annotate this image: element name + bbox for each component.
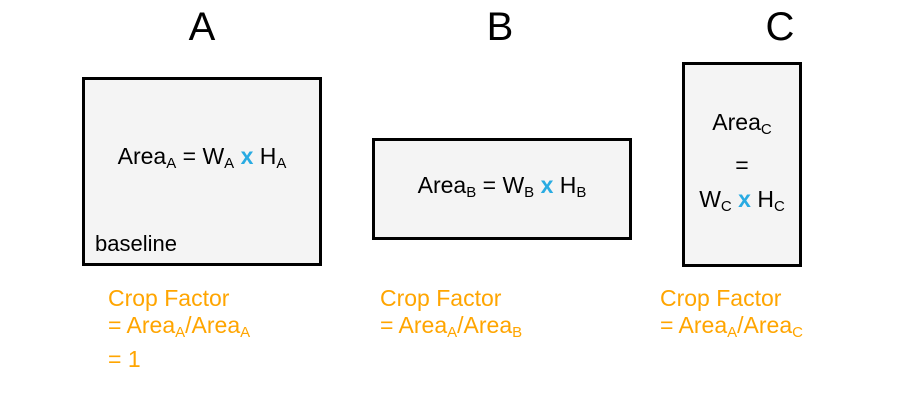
- panel-c-equation-line-3: WC x HC: [699, 182, 785, 224]
- panel-c-area-term: Area: [712, 109, 761, 136]
- panel-b-area-box: AreaB = WB x HB: [372, 138, 632, 240]
- panel-c-caption-sub-2: C: [792, 324, 803, 342]
- panel-c-equals: =: [735, 151, 749, 178]
- panel-b-caption-sub-1: A: [447, 324, 458, 342]
- panel-c-area-box: AreaC = WC x HC: [682, 62, 802, 267]
- panel-a-caption-line-1: Crop Factor: [108, 285, 230, 311]
- panel-b-area-term: Area: [417, 171, 467, 198]
- panel-a-area-term: Area: [117, 143, 167, 170]
- panel-a-width-term: W: [202, 143, 225, 170]
- panel-a-area-box: AreaA = WA x HA baseline: [82, 77, 322, 266]
- panel-a-multiply-sign: x: [240, 143, 254, 170]
- panel-a-equation: AreaA = WA x HA: [118, 142, 287, 178]
- panel-c-equation-line-2: =: [735, 148, 748, 182]
- panel-a-caption-ratio-slash: /Area: [185, 312, 241, 338]
- panel-c-caption-sub-1: A: [727, 324, 738, 342]
- panel-b-equals: =: [482, 171, 497, 198]
- panel-c: C AreaC = WC x HC Crop Factor = AreaA/Ar…: [660, 0, 900, 410]
- panel-b-box-content: AreaB = WB x HB: [375, 141, 629, 237]
- panel-a-caption-sub-1: A: [175, 324, 186, 342]
- panel-b-area-subscript: B: [466, 184, 477, 202]
- panel-c-box-content: AreaC = WC x HC: [685, 65, 799, 264]
- panel-a-caption-ratio-prefix: = Area: [108, 312, 176, 338]
- panel-a-width-subscript: A: [224, 155, 235, 173]
- panel-c-equation-line-1: AreaC: [712, 105, 771, 147]
- panel-c-area-subscript: C: [760, 121, 772, 139]
- panel-a-baseline-note: baseline: [95, 231, 177, 256]
- panel-b-caption-line-1: Crop Factor: [380, 285, 502, 311]
- panel-b-height-subscript: B: [576, 184, 587, 202]
- panel-b-caption-line-2: = AreaA/AreaB: [380, 312, 522, 346]
- panel-c-label: C: [765, 5, 795, 49]
- panel-c-caption-line-1: Crop Factor: [660, 285, 782, 311]
- panel-a-equals: =: [182, 143, 197, 170]
- panel-b-width-term: W: [502, 171, 525, 198]
- panel-c-height-term: H: [757, 185, 774, 212]
- panel-b-multiply-sign: x: [540, 171, 554, 198]
- panel-b-height-term: H: [559, 171, 577, 198]
- panel-c-multiply-sign: x: [738, 185, 751, 212]
- panel-b-caption-ratio-slash: /Area: [457, 312, 513, 338]
- panel-c-width-term: W: [699, 185, 721, 212]
- panel-b-equation: AreaB = WB x HB: [418, 171, 587, 207]
- panel-a-height-subscript: A: [276, 155, 287, 173]
- panel-c-width-subscript: C: [720, 197, 732, 215]
- panel-b-width-subscript: B: [524, 184, 535, 202]
- panel-c-height-subscript: C: [773, 197, 785, 215]
- panel-a-caption: Crop Factor = AreaA/AreaA = 1: [108, 285, 250, 373]
- panel-a-label: A: [188, 5, 216, 49]
- panel-b: B AreaB = WB x HB Crop Factor = AreaA/Ar…: [360, 0, 660, 410]
- panel-b-label: B: [486, 5, 514, 49]
- panel-c-caption-line-2: = AreaA/AreaC: [660, 312, 803, 346]
- panel-a-area-subscript: A: [166, 155, 177, 173]
- panel-a-height-term: H: [259, 143, 277, 170]
- panel-a-caption-line-2: = AreaA/AreaA: [108, 312, 250, 346]
- panel-b-caption-ratio-prefix: = Area: [380, 312, 448, 338]
- panel-c-caption: Crop Factor = AreaA/AreaC: [660, 285, 803, 346]
- panel-b-caption-sub-2: B: [512, 324, 523, 342]
- panel-a-caption-line-3: = 1: [108, 346, 141, 373]
- panel-c-caption-ratio-slash: /Area: [737, 312, 793, 338]
- panel-a-box-content: AreaA = WA x HA: [85, 80, 319, 263]
- panel-a: A AreaA = WA x HA baseline Crop Factor =…: [0, 0, 360, 410]
- panel-a-caption-sub-2: A: [240, 324, 251, 342]
- panel-b-caption: Crop Factor = AreaA/AreaB: [380, 285, 522, 346]
- panel-c-caption-ratio-prefix: = Area: [660, 312, 728, 338]
